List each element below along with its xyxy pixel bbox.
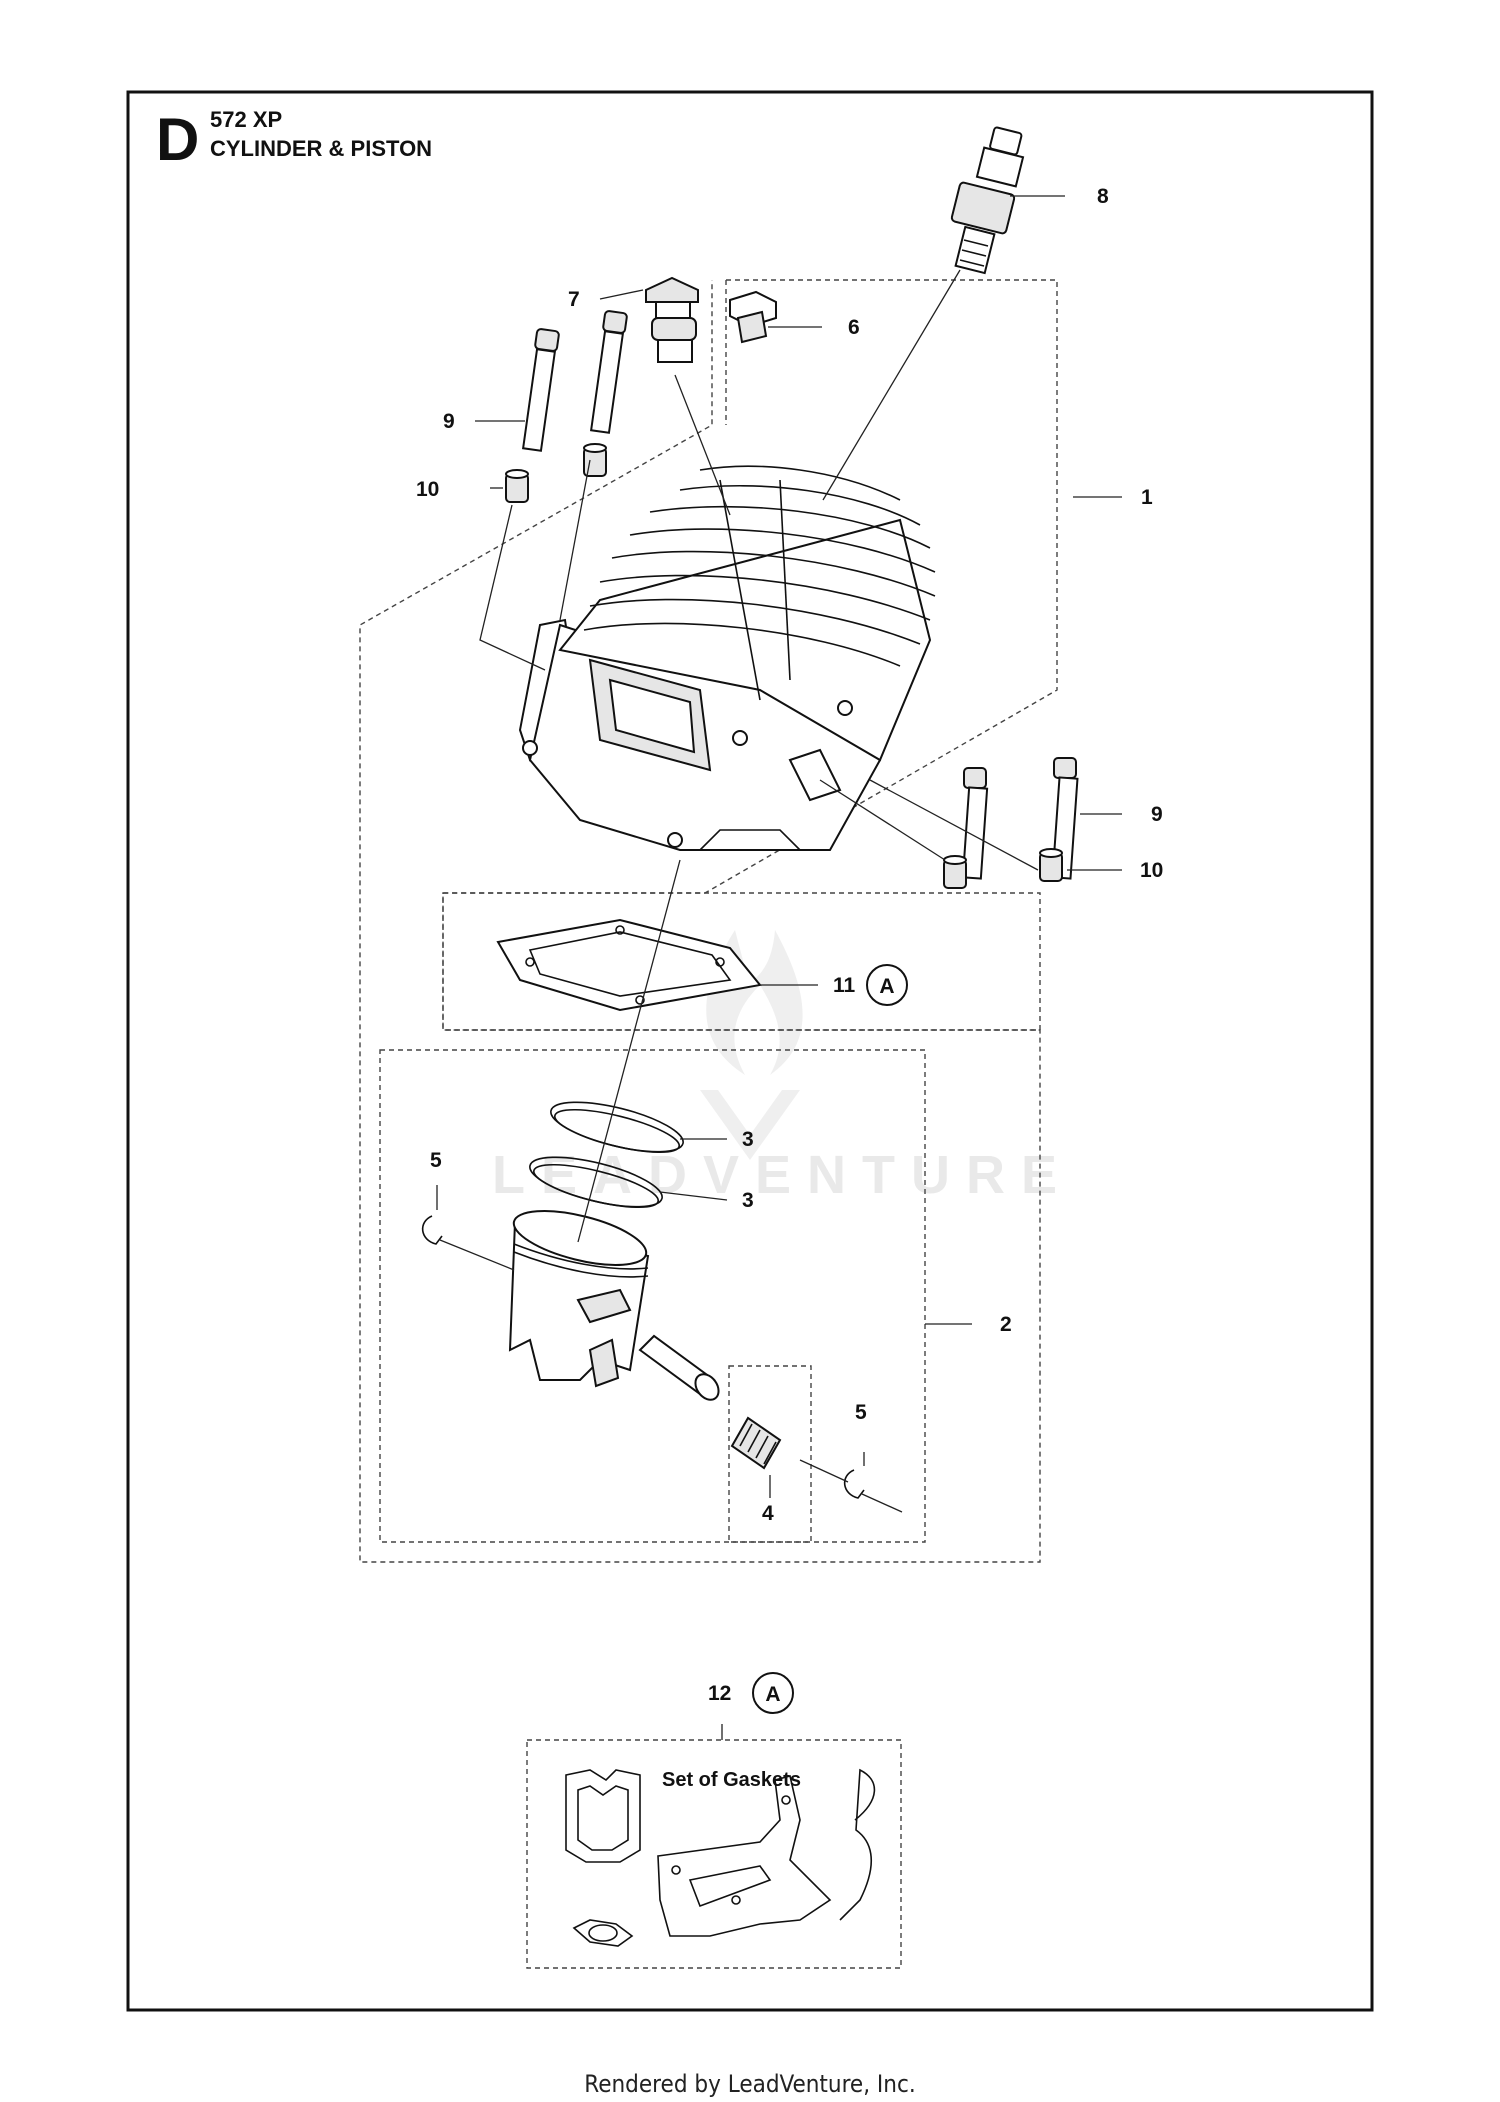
callout-5-right[interactable]: 5	[855, 1401, 867, 1424]
callout-11[interactable]: 11	[833, 974, 856, 997]
callout-9-right[interactable]: 9	[1151, 803, 1163, 826]
callout-6[interactable]: 6	[848, 316, 860, 339]
piston-kit-box	[379, 1049, 926, 1543]
cylinder	[518, 465, 936, 851]
sleeve-left-1	[505, 469, 529, 503]
gasket-box	[442, 892, 1041, 1031]
spark-plug	[950, 126, 1025, 275]
watermark: LEADVENTURE	[492, 930, 1073, 1205]
piston-pin	[638, 1334, 720, 1401]
piston-ring-bottom-inner	[532, 1163, 660, 1209]
section-letter: D	[156, 106, 199, 173]
decompression-valve	[645, 276, 699, 363]
cylinder-screw-left-1	[521, 328, 560, 452]
callout-12[interactable]: 12	[708, 1682, 731, 1705]
badge-a-12-label: A	[765, 1683, 780, 1706]
needle-bearing	[730, 1416, 782, 1470]
callout-10-right[interactable]: 10	[1140, 859, 1163, 882]
callout-1[interactable]: 1	[1141, 486, 1153, 509]
badge-a-11-label: A	[879, 975, 894, 998]
leader-lines	[436, 195, 1122, 1740]
gasket-set-label: Set of Gaskets	[662, 1769, 801, 1791]
callout-7[interactable]: 7	[568, 288, 580, 311]
callout-10-left[interactable]: 10	[416, 478, 439, 501]
gasket-set-cylinder-gasket	[565, 1769, 641, 1863]
plug-screw	[729, 290, 777, 344]
callout-3-bottom[interactable]: 3	[742, 1189, 754, 1212]
badge-a-11[interactable]: A	[866, 964, 908, 1006]
callout-4[interactable]: 4	[762, 1502, 774, 1525]
footer-text: Rendered by LeadVenture, Inc.	[584, 2070, 916, 2098]
circlip-left	[421, 1215, 443, 1245]
callout-5-left[interactable]: 5	[430, 1149, 442, 1172]
sleeve-right-1	[943, 855, 967, 889]
cylinder-screw-right-1	[961, 767, 989, 880]
badge-a-12[interactable]: A	[752, 1672, 794, 1714]
sleeve-right-2	[1039, 848, 1063, 882]
gasket-set-box	[526, 1739, 902, 1969]
callout-9-left[interactable]: 9	[443, 410, 455, 433]
gasket-set-crankcase-gasket	[657, 1768, 876, 1937]
cylinder-assembly-boundary	[359, 279, 1058, 1563]
callout-2[interactable]: 2	[1000, 1313, 1012, 1336]
piston-ring-top-inner	[553, 1108, 681, 1154]
diagram-title: CYLINDER & PISTON	[210, 136, 432, 161]
piston	[508, 1210, 650, 1388]
footer: Rendered by LeadVenture, Inc.	[0, 2070, 1500, 2098]
bearing-box	[728, 1365, 812, 1543]
gasket-set-small-gasket	[572, 1919, 634, 1947]
callout-8[interactable]: 8	[1097, 185, 1109, 208]
diagram-frame	[126, 90, 1374, 2012]
sleeve-left-2	[583, 443, 607, 477]
model-number: 572 XP	[210, 107, 282, 132]
cylinder-screw-left-2	[589, 310, 628, 434]
circlip-right	[843, 1469, 865, 1499]
watermark-text: LEADVENTURE	[492, 1145, 1073, 1205]
callout-3-top[interactable]: 3	[742, 1128, 754, 1151]
